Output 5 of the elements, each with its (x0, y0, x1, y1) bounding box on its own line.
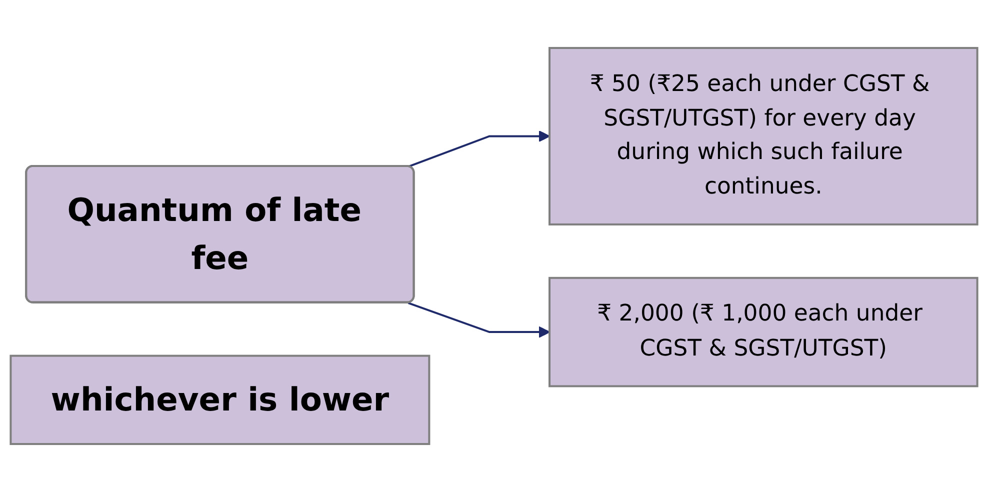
arrow (408, 130, 550, 168)
node-box: whichever is lower (10, 354, 430, 446)
node-box: ₹ 2,000 (₹ 1,000 each under CGST & SGST/UTGST) (548, 276, 978, 388)
node-box: ₹ 50 (₹25 each under CGST & SGST/UTGST) for every day during which such failure continues. (548, 46, 978, 226)
arrow (408, 302, 550, 338)
